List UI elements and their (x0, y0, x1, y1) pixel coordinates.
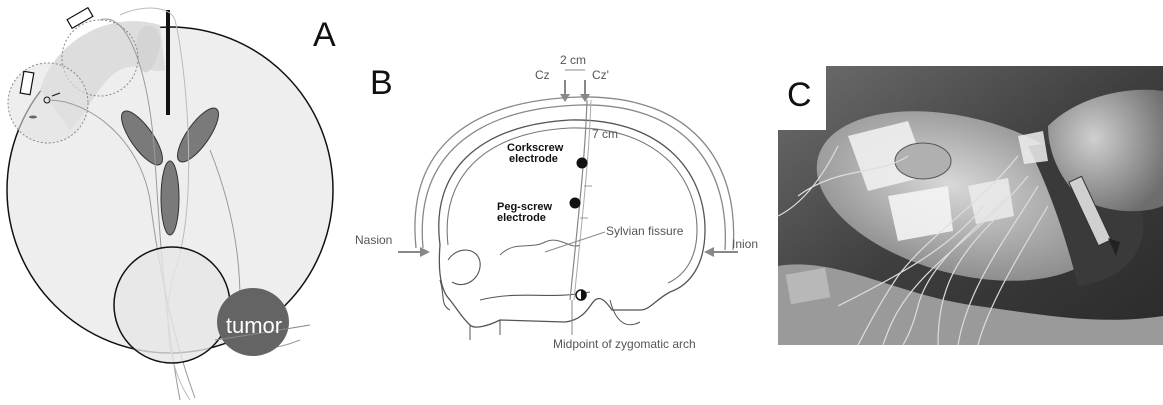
czprime-label: Cz' (592, 68, 609, 82)
zygomatic-arch (480, 292, 590, 300)
mastoid (610, 300, 640, 325)
corkscrew-label-2: electrode (509, 153, 558, 165)
nasion-label: Nasion (355, 233, 392, 247)
pegscrew-label-2: electrode (497, 212, 546, 224)
panel-c-letter: C (787, 76, 812, 115)
electrode-dash (29, 116, 37, 119)
panel-b-diagram: B Cz 2 cm Cz' 7 cm Corkscrew electrode P… (355, 0, 775, 405)
ventricle-third (161, 161, 179, 235)
distance-7cm-label: 7 cm (592, 127, 618, 141)
zygomatic-label: Midpoint of zygomatic arch (553, 337, 696, 351)
nasion-arrowhead (420, 247, 430, 257)
photo-eye-cover (895, 143, 951, 179)
temporal-line (500, 240, 580, 255)
panel-a-letter: A (313, 16, 336, 54)
panel-b-letter: B (370, 64, 393, 102)
jaw-line (470, 320, 500, 340)
inion-label: Inion (732, 237, 758, 251)
sylvian-label: Sylvian fissure (606, 224, 684, 238)
corkscrew-electrode-dot (577, 158, 588, 169)
tumor-label: tumor (226, 313, 282, 338)
panel-c-photo (778, 66, 1163, 345)
eye-orbit (448, 250, 480, 285)
pegscrew-electrode-dot (570, 198, 581, 209)
panel-a-diagram: tumor A (0, 0, 360, 405)
inion-arrowhead (704, 247, 714, 257)
czp-arrowhead (580, 94, 590, 102)
panel-c-photo-graphic (778, 66, 1163, 345)
brainstem-circle (114, 247, 230, 363)
cz-label: Cz (535, 68, 550, 82)
nose-line (440, 280, 450, 310)
distance-2cm-label: 2 cm (560, 53, 586, 67)
